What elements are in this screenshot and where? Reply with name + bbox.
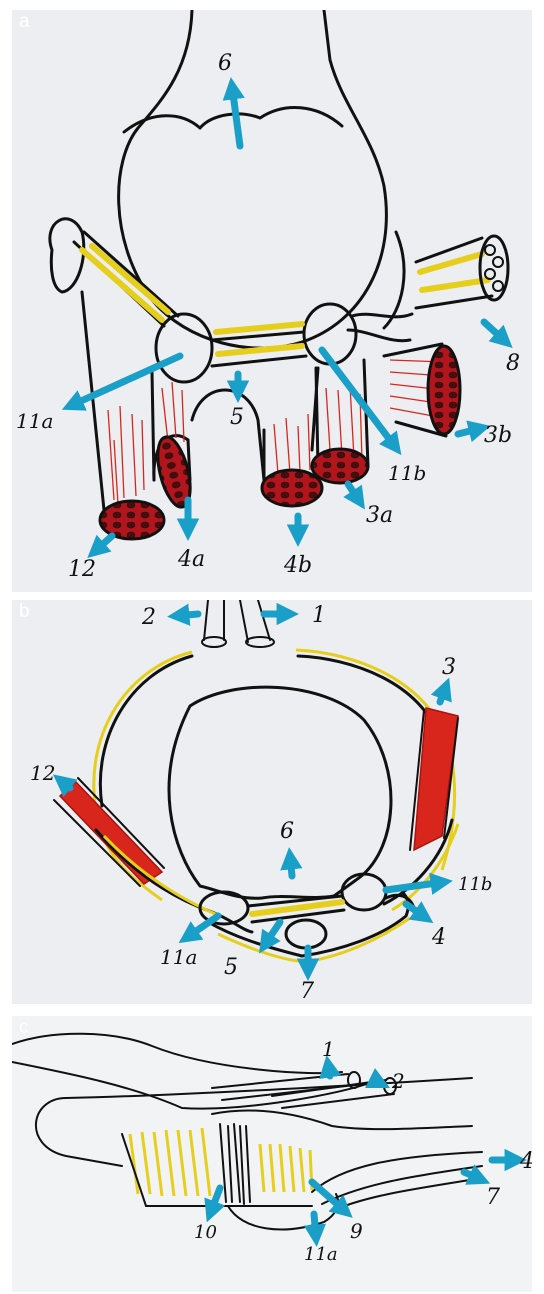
- label-5: 5: [224, 955, 238, 980]
- arrow-2: [176, 614, 198, 616]
- panel-a-drawing: 6 8 11a 5 3b 11b 3a 12 4a 4b: [12, 10, 532, 592]
- label-2: 2: [141, 605, 156, 630]
- label-4a: 4a: [177, 547, 205, 572]
- label-6: 6: [280, 819, 294, 844]
- label-4b: 4b: [283, 553, 312, 578]
- tendon-12-section: [100, 501, 164, 539]
- label-11b: 11b: [388, 461, 426, 485]
- label-1: 1: [312, 603, 326, 628]
- label-6: 6: [218, 51, 232, 76]
- label-11a: 11a: [304, 1244, 338, 1265]
- panel-letter-a: a: [19, 11, 30, 33]
- label-1: 1: [322, 1037, 335, 1061]
- arrow-11a: [314, 1214, 316, 1238]
- label-3b: 3b: [484, 423, 512, 448]
- arrow-2: [374, 1080, 382, 1084]
- label-2: 2: [391, 1069, 405, 1093]
- tendon-4b-section: [262, 470, 322, 506]
- panel-b: 2 1 3 12 6 11b 4 11a 5 7 b: [12, 600, 532, 1004]
- arrow-1: [328, 1064, 330, 1076]
- panel-letter-b: b: [19, 601, 30, 623]
- panel-c: 1 2 4 7 10 11a 9 c: [12, 1016, 532, 1292]
- arrow-6: [290, 856, 292, 876]
- panel-b-drawing: 2 1 3 12 6 11b 4 11a 5 7: [12, 600, 532, 1004]
- label-3a: 3a: [366, 503, 393, 528]
- label-11a: 11a: [160, 945, 197, 969]
- label-8: 8: [506, 351, 520, 376]
- label-7: 7: [486, 1185, 500, 1210]
- label-9: 9: [350, 1219, 363, 1243]
- label-4: 4: [519, 1149, 532, 1174]
- label-11a: 11a: [16, 409, 53, 433]
- label-4: 4: [431, 925, 446, 950]
- label-3: 3: [442, 655, 456, 680]
- label-10: 10: [194, 1222, 217, 1243]
- muscle-3b-section: [428, 346, 460, 434]
- label-11b: 11b: [458, 874, 492, 895]
- label-12: 12: [30, 761, 55, 785]
- panel-a: 6 8 11a 5 3b 11b 3a 12 4a 4b a: [12, 10, 532, 592]
- panel-c-drawing: 1 2 4 7 10 11a 9: [12, 1016, 532, 1292]
- label-5: 5: [230, 405, 244, 430]
- panel-letter-c: c: [19, 1017, 29, 1039]
- label-7: 7: [300, 979, 314, 1004]
- label-12: 12: [68, 557, 96, 582]
- tendon-3a-section: [312, 449, 368, 483]
